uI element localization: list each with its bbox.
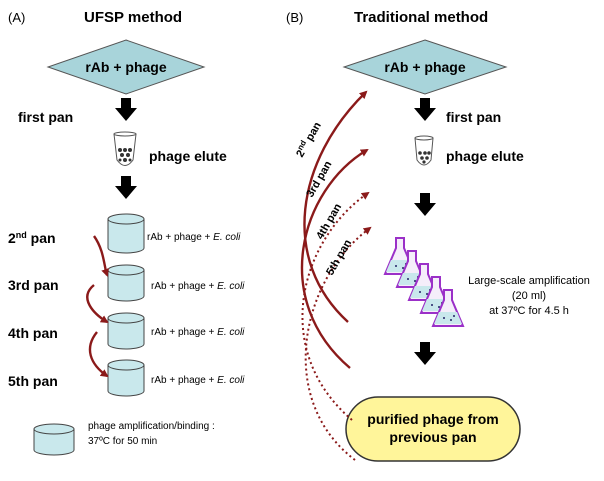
panel-b-pan-3-label: 3rd pan	[304, 159, 334, 200]
panel-b-recycle-arrow	[300, 148, 369, 369]
purified-phage-box: purified phage from previous pan	[345, 396, 521, 462]
purified-line-2: previous pan	[389, 429, 476, 445]
cylinder-icon	[107, 359, 145, 397]
tube-icon	[113, 131, 137, 166]
panel-a-pan-5-desc: rAb + phage + E. coli	[151, 375, 245, 386]
panel-b-pan-5-label: 5th pan	[324, 237, 354, 277]
legend-line-2: 37ºC for 50 min	[88, 436, 157, 447]
panel-a-connector-arrow	[86, 284, 109, 324]
panel-b-title: Traditional method	[354, 9, 488, 26]
panel-a-pan-4-desc: rAb + phage + E. coli	[151, 327, 245, 338]
panel-b-pan-2-label: 2nd pan	[292, 119, 324, 160]
cylinder-icon	[107, 264, 145, 302]
panel-a-diamond-label: rAb + phage	[85, 59, 167, 75]
panel-a-pan-2-desc: rAb + phage + E. coli	[147, 232, 241, 243]
panel-a-pan-2: 2nd pan	[8, 230, 56, 246]
panel-a-pan-5: 5th pan	[8, 373, 58, 389]
panel-a-phage-elute: phage elute	[149, 148, 227, 164]
panel-a-title: UFSP method	[84, 9, 182, 26]
cylinder-icon	[107, 312, 145, 350]
panel-b-recycle-arrow	[304, 226, 372, 461]
amplification-line-3: at 37ºC for 4.5 h	[489, 305, 569, 317]
panel-b-recycle-arrow	[303, 90, 368, 323]
panel-b-diamond-label: rAb + phage	[384, 59, 466, 75]
panel-a-diamond: rAb + phage	[46, 39, 206, 95]
panel-a-first-pan: first pan	[18, 109, 73, 125]
amplification-line-2: (20 ml)	[512, 290, 546, 302]
panel-a-pan-3-desc: rAb + phage + E. coli	[151, 281, 245, 292]
legend-line-1: phage amplification/binding :	[88, 421, 215, 432]
legend-cylinder-icon	[33, 423, 75, 456]
cylinder-icon	[107, 213, 145, 254]
arrow-down-icon	[115, 98, 137, 121]
panel-b-recycle-arrow	[301, 191, 370, 421]
panel-b-pan-4-label: 4th pan	[314, 201, 344, 241]
arrow-down-icon	[414, 98, 436, 121]
amplification-line-1: Large-scale amplification	[468, 275, 590, 287]
panel-a-pan-3: 3rd pan	[8, 277, 59, 293]
arrow-down-icon	[414, 342, 436, 365]
flask-icon	[431, 289, 465, 327]
panel-a-connector-arrow	[93, 235, 109, 277]
panel-a-connector-arrow	[88, 331, 109, 378]
tube-icon	[414, 135, 434, 166]
panel-b-phage-elute: phage elute	[446, 148, 524, 164]
panel-b-first-pan: first pan	[446, 109, 501, 125]
panel-a-pan-4: 4th pan	[8, 325, 58, 341]
purified-line-1: purified phage from	[367, 411, 498, 427]
panel-b-label: (B)	[286, 10, 303, 25]
panel-b-diamond: rAb + phage	[342, 39, 508, 95]
panel-a-label: (A)	[8, 10, 25, 25]
arrow-down-icon	[414, 193, 436, 216]
arrow-down-icon	[115, 176, 137, 199]
